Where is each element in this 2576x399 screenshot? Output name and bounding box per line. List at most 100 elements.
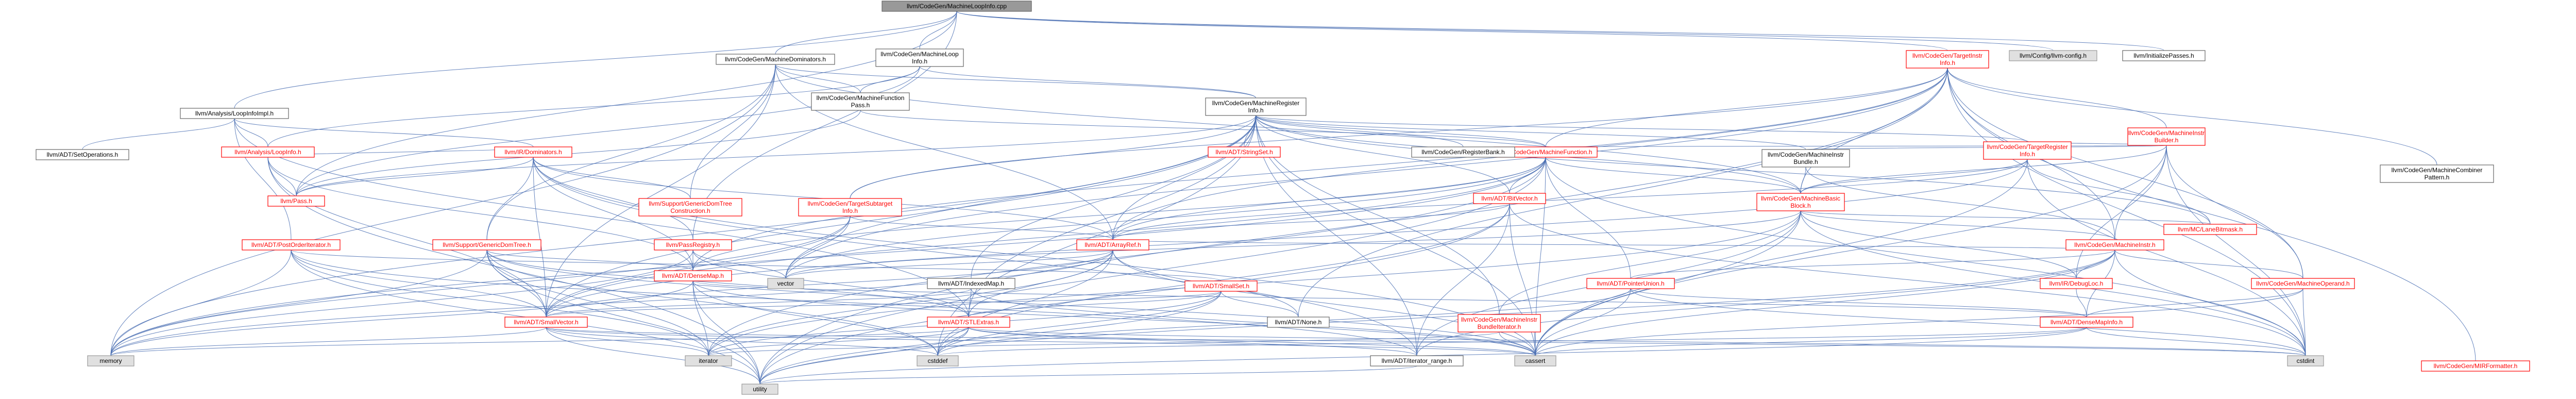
dependency-edge bbox=[692, 280, 938, 356]
dependency-edge bbox=[937, 115, 1256, 356]
node-mi[interactable]: llvm/CodeGen/MachineInstr.h bbox=[2065, 239, 2164, 251]
node-pass[interactable]: llvm/Pass.h bbox=[267, 195, 325, 207]
node-poi[interactable]: llvm/ADT/PostOrderIterator.h bbox=[242, 239, 341, 251]
dependency-edge bbox=[775, 11, 957, 55]
node-setops[interactable]: llvm/ADT/SetOperations.h bbox=[36, 149, 129, 160]
dependency-edge bbox=[692, 280, 2087, 318]
node-box bbox=[1208, 146, 1281, 158]
node-label: Builder.h bbox=[2155, 137, 2179, 144]
node-label: Construction.h bbox=[670, 207, 710, 214]
node-box bbox=[1370, 355, 1464, 367]
node-strset[interactable]: llvm/ADT/StringSet.h bbox=[1208, 146, 1281, 158]
dependency-edge bbox=[1256, 115, 1546, 147]
node-box bbox=[1983, 141, 2072, 160]
node-arrayref[interactable]: llvm/ADT/ArrayRef.h bbox=[1076, 239, 1149, 251]
node-lanebm[interactable]: llvm/MC/LaneBitmask.h bbox=[2163, 224, 2257, 235]
dependency-edge bbox=[850, 68, 1948, 199]
node-label: Pattern.h bbox=[2425, 174, 2450, 181]
dependency-edge bbox=[2114, 145, 2167, 240]
node-gdt[interactable]: llvm/Support/GenericDomTree.h bbox=[432, 239, 541, 251]
node-debugloc[interactable]: llvm/IR/DebugLoc.h bbox=[2040, 278, 2113, 289]
node-dtcons[interactable]: llvm/Support/GenericDomTreeConstruction.… bbox=[638, 198, 742, 217]
dependency-edge bbox=[486, 250, 969, 318]
node-box bbox=[2287, 355, 2324, 367]
node-label: llvm/ADT/SmallVector.h bbox=[514, 319, 578, 326]
node-bitvector[interactable]: llvm/ADT/BitVector.h bbox=[1473, 193, 1546, 204]
dependency-edge bbox=[968, 291, 1222, 318]
node-box bbox=[875, 48, 964, 67]
dependency-edge bbox=[775, 64, 1113, 240]
dependency-edge bbox=[1947, 68, 2476, 361]
node-label: llvm/Support/GenericDomTree.h bbox=[443, 241, 531, 248]
node-box bbox=[2251, 278, 2355, 289]
node-box bbox=[2421, 360, 2530, 372]
node-loopinfo[interactable]: llvm/Analysis/LoopInfo.h bbox=[221, 146, 315, 158]
node-box bbox=[267, 195, 325, 207]
node-mloop[interactable]: llvm/CodeGen/MachineLoopInfo.h bbox=[875, 48, 964, 67]
node-label: cstdint bbox=[2297, 357, 2315, 364]
node-none[interactable]: llvm/ADT/None.h bbox=[1267, 317, 1330, 328]
node-mibi[interactable]: llvm/CodeGen/MachineInstrBundleIterator.… bbox=[1458, 314, 1541, 332]
node-stlextras[interactable]: llvm/ADT/STLExtras.h bbox=[927, 317, 1010, 328]
node-initpasses[interactable]: llvm/InitializePasses.h bbox=[2122, 50, 2206, 61]
node-densemap[interactable]: llvm/ADT/DenseMap.h bbox=[654, 270, 732, 281]
dependency-edge bbox=[1800, 145, 2167, 194]
node-densemapinfo[interactable]: llvm/ADT/DenseMapInfo.h bbox=[2040, 317, 2133, 328]
node-memory[interactable]: memory bbox=[87, 355, 134, 367]
node-box bbox=[654, 239, 732, 251]
dependency-edge bbox=[486, 250, 938, 356]
node-cassert[interactable]: cassert bbox=[1514, 355, 1556, 367]
dependency-edge bbox=[1112, 239, 2115, 251]
dependency-edge bbox=[1545, 68, 1948, 147]
node-config[interactable]: llvm/Config/llvm-config.h bbox=[2009, 50, 2097, 61]
node-label: memory bbox=[99, 357, 122, 364]
node-label: vector bbox=[777, 280, 794, 287]
node-box bbox=[2065, 239, 2164, 251]
node-ptrunion[interactable]: llvm/ADT/PointerUnion.h bbox=[1586, 278, 1675, 289]
dependency-edge bbox=[1256, 115, 1464, 147]
node-label: cstddef bbox=[928, 357, 948, 364]
dependency-edge bbox=[1112, 115, 1256, 240]
node-domnode[interactable]: llvm/IR/Dominators.h bbox=[494, 146, 572, 158]
dependency-edge bbox=[956, 11, 2164, 51]
node-label: llvm/InitializePasses.h bbox=[2133, 52, 2194, 59]
node-cstdint[interactable]: cstdint bbox=[2287, 355, 2324, 367]
node-box bbox=[927, 278, 1015, 289]
node-root[interactable]: llvm/CodeGen/MachineLoopInfo.cpp bbox=[882, 1, 1032, 12]
node-passreg[interactable]: llvm/PassRegistry.h bbox=[654, 239, 732, 251]
node-utility[interactable]: utility bbox=[741, 384, 778, 395]
node-box bbox=[2009, 50, 2097, 61]
node-indexedmap[interactable]: llvm/ADT/IndexedMap.h bbox=[927, 278, 1015, 289]
node-iterrange[interactable]: llvm/ADT/iterator_range.h bbox=[1370, 355, 1464, 367]
node-vector[interactable]: vector bbox=[767, 278, 804, 289]
dependency-edge bbox=[1545, 157, 1631, 279]
dependency-edge bbox=[785, 115, 1256, 279]
dependency-edge bbox=[1535, 288, 1631, 356]
dependency-edge bbox=[860, 110, 1546, 147]
node-regbank[interactable]: llvm/CodeGen/RegisterBank.h bbox=[1411, 146, 1515, 158]
dependency-edge bbox=[82, 118, 235, 150]
node-iterator[interactable]: iterator bbox=[685, 355, 732, 367]
dependency-edge bbox=[692, 250, 786, 279]
node-label: Info.h bbox=[1248, 107, 1263, 114]
node-smallvector[interactable]: llvm/ADT/SmallVector.h bbox=[504, 317, 588, 328]
node-looputil[interactable]: llvm/Analysis/LoopInfoImpl.h bbox=[180, 108, 289, 119]
node-mop[interactable]: llvm/CodeGen/MachineOperand.h bbox=[2251, 278, 2355, 289]
dependency-edge bbox=[110, 250, 292, 356]
node-cstddef[interactable]: cstddef bbox=[917, 355, 959, 367]
node-smallset[interactable]: llvm/ADT/SmallSet.h bbox=[1184, 280, 1258, 292]
node-mirfmt[interactable]: llvm/CodeGen/MIRFormatter.h bbox=[2421, 360, 2530, 372]
dependency-edge bbox=[1800, 68, 1948, 194]
dependency-edge bbox=[2166, 145, 2306, 356]
node-mdom[interactable]: llvm/CodeGen/MachineDominators.h bbox=[716, 54, 835, 65]
dependency-edge bbox=[1947, 68, 2167, 128]
